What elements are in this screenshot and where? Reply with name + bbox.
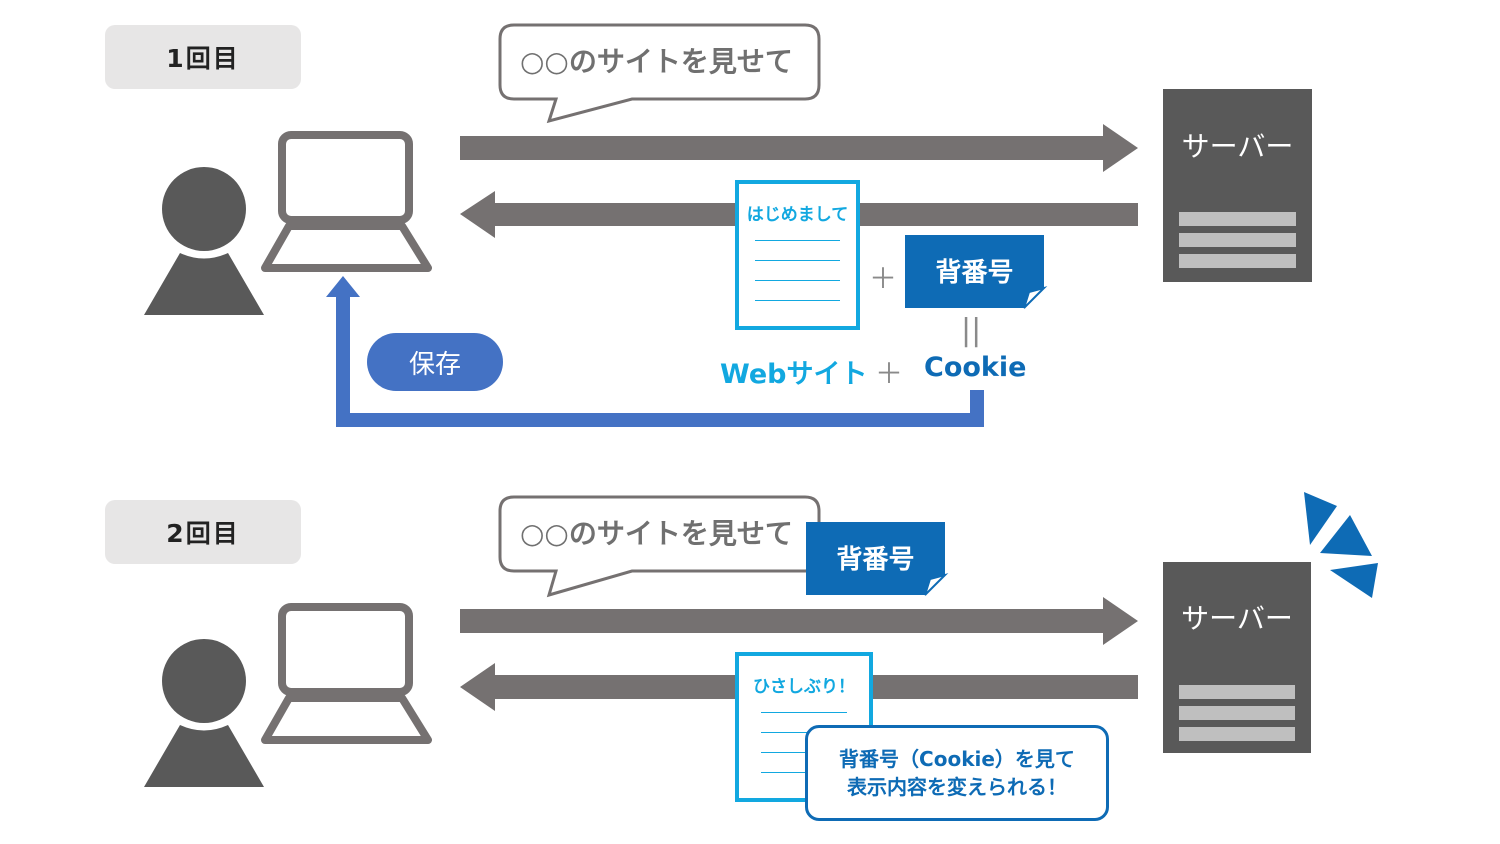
equals-sign: || bbox=[961, 313, 982, 348]
step-label-second: 2回目 bbox=[105, 500, 301, 564]
response-doc-title-2: ひさしぶり！ bbox=[753, 677, 855, 697]
save-label: 保存 bbox=[367, 333, 503, 391]
request-arrow-2 bbox=[460, 597, 1138, 645]
plus-sign-doc: ＋ bbox=[869, 262, 898, 295]
document-icon: はじめまして bbox=[735, 180, 860, 330]
laptop-icon bbox=[261, 603, 432, 744]
website-label: Webサイト bbox=[720, 359, 868, 390]
doc-line bbox=[755, 260, 840, 261]
cookie-label: Cookie bbox=[924, 352, 1027, 383]
doc-line bbox=[755, 300, 840, 301]
response-doc-title-1: はじめまして bbox=[746, 205, 849, 225]
id-badge-shape-2 bbox=[806, 522, 945, 595]
server-icon bbox=[1163, 562, 1311, 753]
speech-bubble-2 bbox=[498, 495, 821, 598]
recognition-spark-icon bbox=[1304, 492, 1378, 598]
doc-line bbox=[761, 712, 847, 713]
server-label-1: サーバー bbox=[1181, 130, 1294, 163]
speech-bubble-1 bbox=[498, 23, 821, 124]
doc-line bbox=[761, 772, 847, 773]
plus-sign-label: ＋ bbox=[875, 357, 904, 390]
explanation-note: 背番号（Cookie）を見て 表示内容を変えられる！ bbox=[805, 725, 1109, 821]
id-badge-shape-1 bbox=[905, 235, 1044, 308]
doc-line bbox=[761, 732, 847, 733]
doc-line bbox=[755, 240, 840, 241]
doc-line bbox=[755, 280, 840, 281]
id-badge-label-2: 背番号 bbox=[836, 545, 915, 575]
person-icon bbox=[144, 639, 264, 787]
step-label-first: 1回目 bbox=[105, 25, 301, 89]
person-icon bbox=[144, 167, 264, 315]
note-line-2: 表示内容を変えられる！ bbox=[847, 775, 1067, 799]
server-icon bbox=[1163, 89, 1312, 282]
server-label-2: サーバー bbox=[1181, 602, 1293, 635]
laptop-icon bbox=[261, 131, 432, 272]
save-flow-arrow bbox=[336, 292, 984, 427]
request-bubble-text-2: ○○のサイトを見せて bbox=[520, 517, 793, 550]
request-arrow-1 bbox=[460, 124, 1138, 172]
request-bubble-text-1: ○○のサイトを見せて bbox=[520, 45, 793, 78]
doc-line bbox=[761, 752, 847, 753]
note-line-1: 背番号（Cookie）を見て bbox=[839, 747, 1075, 771]
id-badge-label-1: 背番号 bbox=[935, 258, 1014, 288]
